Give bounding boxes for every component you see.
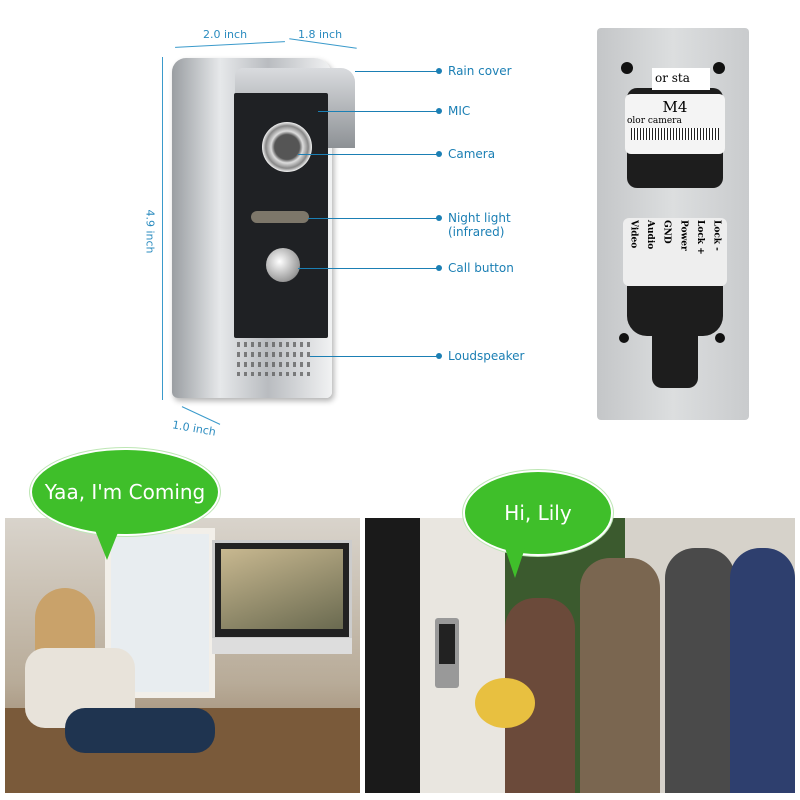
wire-lock-plus: Lock + <box>694 220 705 255</box>
person <box>665 548 735 793</box>
wire-lock-minus: Lock - <box>711 220 722 251</box>
callout-rain-cover: Rain cover <box>436 64 512 78</box>
callout-line <box>308 218 437 219</box>
speech-text: Hi, Lily <box>504 501 572 525</box>
screw-hole <box>619 333 629 343</box>
callout-call-button: Call button <box>436 261 514 275</box>
callout-line <box>355 71 437 72</box>
monitor-screen <box>221 549 343 629</box>
wiring-panel: Video Audio GND Power Lock + Lock - <box>623 218 727 286</box>
person <box>730 548 795 793</box>
callout-label: MIC <box>448 104 471 118</box>
width-label: 2.0 inch <box>203 28 248 41</box>
speaker-grille <box>233 342 313 376</box>
sticker-top: or sta <box>652 68 710 90</box>
callout-label: Rain cover <box>448 64 512 78</box>
call-button <box>266 248 300 282</box>
callout-label: Night light <box>448 211 511 225</box>
barcode <box>631 128 719 140</box>
callout-line <box>310 356 437 357</box>
night-light <box>251 211 309 223</box>
callout-mic: MIC <box>436 104 470 118</box>
sticker-sub: olor camera <box>627 116 682 126</box>
wire-power: Power <box>678 220 689 251</box>
height-label: 4.9 inch <box>143 209 157 254</box>
dot-icon <box>436 151 442 157</box>
cable-channel <box>652 328 698 388</box>
wire-video: Video <box>628 220 639 249</box>
callout-label: (infrared) <box>448 225 505 239</box>
dot-icon <box>436 265 442 271</box>
wire-gnd: GND <box>661 220 672 244</box>
callout-label: Loudspeaker <box>448 349 525 363</box>
dimension-line <box>175 41 285 48</box>
woman <box>35 588 95 658</box>
doorbell-on-wall <box>435 618 459 688</box>
monitor <box>212 540 352 640</box>
camera-lens <box>262 122 312 172</box>
dot-icon <box>436 353 442 359</box>
speech-bubble: Yaa, I'm Coming <box>30 448 220 536</box>
callout-label: Camera <box>448 147 496 161</box>
doorbell-panel <box>439 624 455 664</box>
bubble-tail <box>95 530 119 560</box>
callout-line <box>298 154 437 155</box>
connector-cavity <box>627 286 723 336</box>
callout-label: Call button <box>448 261 514 275</box>
photo-front-door <box>365 518 795 793</box>
screw-hole <box>713 62 725 74</box>
callout-night-light: Night light(infrared) <box>436 211 511 239</box>
jeans <box>65 708 215 753</box>
depth-top-label: 1.8 inch <box>298 28 343 41</box>
back-view: or sta M4 olor camera Video Audio GND Po… <box>597 28 749 420</box>
callout-camera: Camera <box>436 147 495 161</box>
dot-icon <box>436 68 442 74</box>
dot-icon <box>436 215 442 221</box>
model-label: M4 <box>662 98 688 116</box>
photo-living-room <box>5 518 360 793</box>
screw-hole <box>715 333 725 343</box>
model-sticker: M4 olor camera <box>625 94 725 154</box>
dimension-line <box>162 57 163 400</box>
screw-hole <box>621 62 633 74</box>
callout-loudspeaker: Loudspeaker <box>436 349 524 363</box>
flowers <box>475 678 535 728</box>
callout-line <box>318 111 437 112</box>
monitor-controls <box>212 638 352 654</box>
bubble-tail <box>505 548 525 578</box>
depth-bottom-label: 1.0 inch <box>171 418 217 439</box>
dot-icon <box>436 108 442 114</box>
callout-line <box>298 268 437 269</box>
speech-text: Yaa, I'm Coming <box>44 480 206 504</box>
person <box>580 558 660 793</box>
wire-audio: Audio <box>644 220 655 250</box>
speech-bubble: Hi, Lily <box>463 470 613 556</box>
